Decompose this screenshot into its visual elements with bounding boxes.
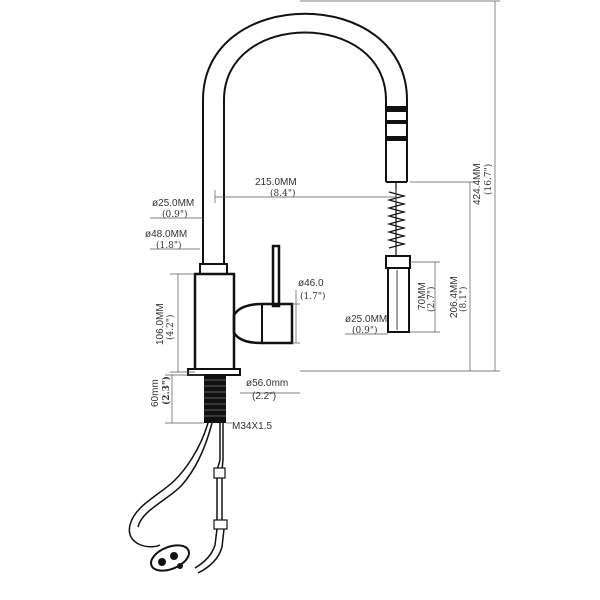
spring-coil xyxy=(386,182,407,258)
body-height-inch-label: (4.2") xyxy=(165,315,176,340)
spray-diameter-mm-label: ø25.0MM xyxy=(345,314,387,325)
spout-band-2 xyxy=(386,120,407,124)
reach-mm-label: 215.0MM xyxy=(255,177,297,188)
threaded-shank xyxy=(204,375,226,423)
spout-band-3 xyxy=(386,136,407,141)
neck-diameter-inch-label: (1.8") xyxy=(156,240,181,251)
dimension-labels: 215.0MM (8.4") 424.4MM (16.7") 206.4MM (… xyxy=(145,163,494,432)
spout-band-1 xyxy=(386,106,407,112)
spout-height-inch-label: (8.1") xyxy=(458,287,469,312)
spout-height-mm-label: 206.4MM xyxy=(449,276,460,318)
faucet-main-body xyxy=(193,272,236,374)
total-height-mm-label: 424.4MM xyxy=(472,163,483,205)
thread-spec-label: M34X1.5 xyxy=(232,421,272,432)
handle-lever xyxy=(271,244,281,308)
spray-collar xyxy=(385,255,411,269)
spray-head xyxy=(387,267,410,333)
reach-inch-label: (8.4") xyxy=(270,188,295,199)
spout-diameter-mm-label: ø25.0MM xyxy=(152,198,194,209)
total-height-inch-label: (16.7") xyxy=(483,164,494,195)
spout-inner-line xyxy=(223,31,387,272)
neck-collar xyxy=(199,263,228,275)
neck-diameter-mm-label: ø48.0MM xyxy=(145,229,187,240)
shank-height-mm-label: 60mm xyxy=(150,379,161,407)
spray-length-mm-label: 70MM xyxy=(417,282,428,310)
base-diameter-mm-label: ø56.0mm xyxy=(246,378,288,389)
base-plate xyxy=(187,368,241,376)
base-diameter-inch-label: (2.2") xyxy=(252,391,276,402)
shank-height-inch-label: (2.3") xyxy=(161,376,172,405)
spray-diameter-inch-label: (0.9") xyxy=(352,325,377,336)
hose-weight xyxy=(150,544,190,572)
faucet-body xyxy=(128,12,411,574)
body-height-mm-label: 106.0MM xyxy=(155,303,166,345)
spout-outer-line xyxy=(202,12,408,272)
spout-diameter-inch-label: (0.9") xyxy=(162,209,187,220)
spray-length-inch-label: (2.7") xyxy=(426,287,437,312)
hoses xyxy=(128,422,228,574)
handle-diameter-mm-label: ø46.0 xyxy=(298,278,324,289)
dimension-lines xyxy=(150,0,500,424)
handle-diameter-inch-label: (1.7") xyxy=(300,291,325,302)
